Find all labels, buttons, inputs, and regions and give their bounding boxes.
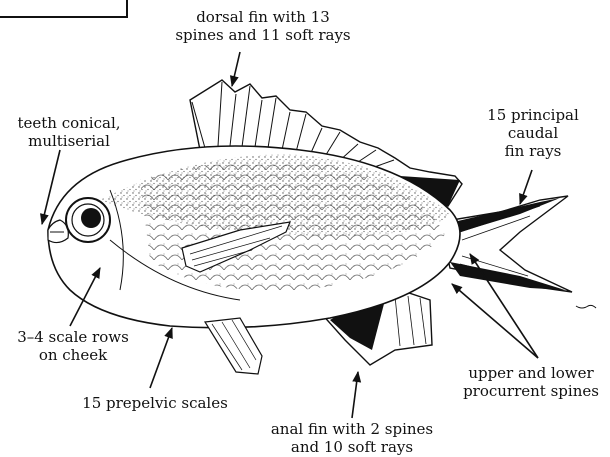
label-caudal-line-1: 15 principal xyxy=(478,106,588,124)
artist-signature xyxy=(576,305,596,308)
label-cheek-line-1: 3–4 scale rows xyxy=(8,328,138,346)
arrow-caudal xyxy=(520,170,532,204)
label-procurrent-line-2: procurrent spines xyxy=(456,382,606,400)
arrow-prepelvic xyxy=(150,328,172,388)
label-caudal-fin-rays: 15 principal caudal fin rays xyxy=(478,106,588,160)
label-dorsal-line-1: dorsal fin with 13 xyxy=(168,8,358,26)
caudal-fin xyxy=(440,196,572,292)
label-anal-fin: anal fin with 2 spines and 10 soft rays xyxy=(252,420,452,456)
arrow-dorsal xyxy=(232,52,240,86)
label-dorsal-line-2: spines and 11 soft rays xyxy=(168,26,358,44)
label-anal-line-2: and 10 soft rays xyxy=(252,438,452,456)
label-teeth-line-2: multiserial xyxy=(4,132,134,150)
label-teeth: teeth conical, multiserial xyxy=(4,114,134,150)
fish-eye xyxy=(66,198,110,242)
arrow-procurrent-lower xyxy=(452,284,538,358)
label-caudal-line-2: caudal xyxy=(478,124,588,142)
label-teeth-line-1: teeth conical, xyxy=(4,114,134,132)
label-dorsal-fin: dorsal fin with 13 spines and 11 soft ra… xyxy=(168,8,358,44)
label-cheek-line-2: on cheek xyxy=(8,346,138,364)
label-prepelvic-line-1: 15 prepelvic scales xyxy=(70,394,240,412)
label-prepelvic-scales: 15 prepelvic scales xyxy=(70,394,240,412)
arrow-anal xyxy=(352,372,358,418)
label-procurrent-spines: upper and lower procurrent spines xyxy=(456,364,606,400)
label-cheek-scales: 3–4 scale rows on cheek xyxy=(8,328,138,364)
label-procurrent-line-1: upper and lower xyxy=(456,364,606,382)
label-anal-line-1: anal fin with 2 spines xyxy=(252,420,452,438)
label-caudal-line-3: fin rays xyxy=(478,142,588,160)
